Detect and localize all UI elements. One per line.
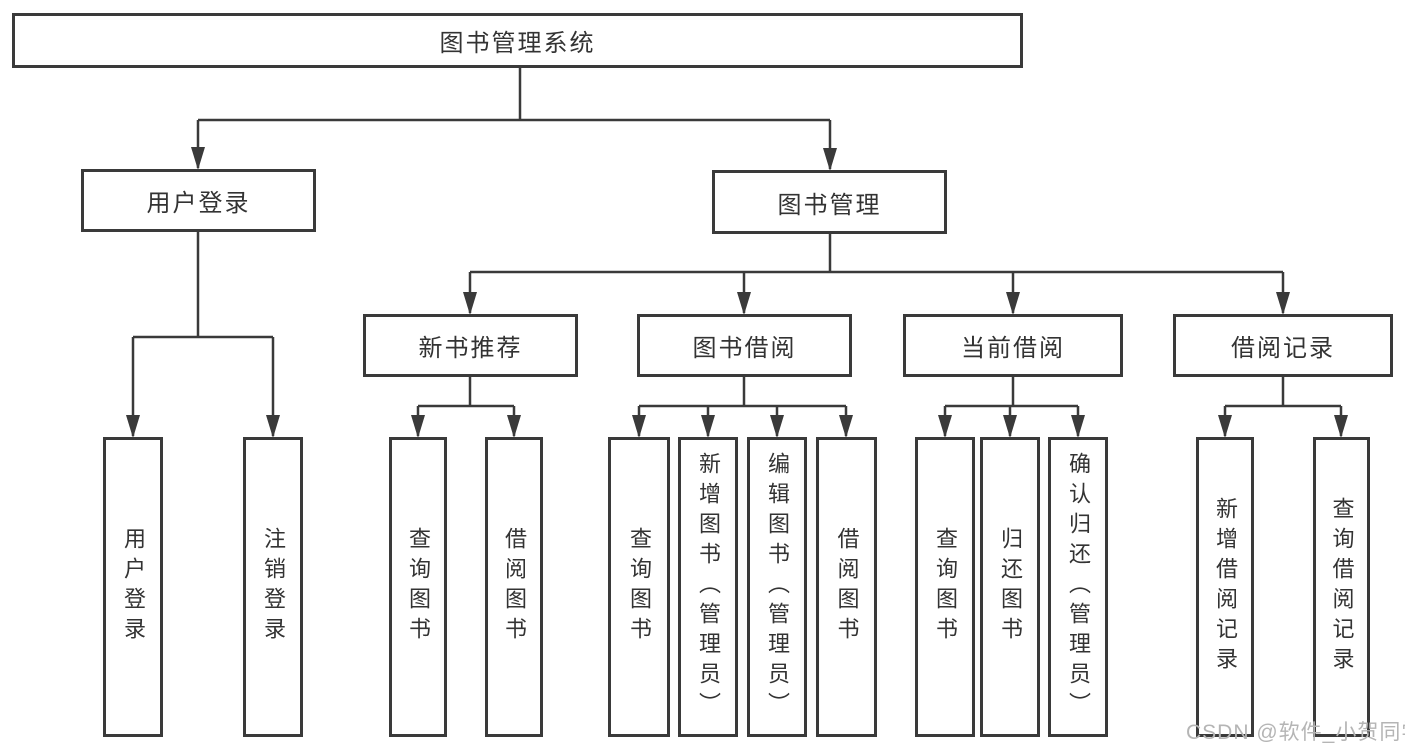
- node-label: 图书借阅: [692, 335, 797, 362]
- node-label: 查询图书: [933, 527, 958, 647]
- node-label: 查询图书: [627, 527, 652, 647]
- node-label: 图书管理系统: [439, 30, 596, 57]
- node-label: 借阅图书: [502, 527, 527, 647]
- node-label: 当前借阅: [961, 335, 1065, 362]
- leaf-confirm-return-admin: 确认归还（管理员）: [1048, 437, 1108, 737]
- leaf-logout: 注销登录: [243, 437, 303, 737]
- leaf-query-book: 查询图书: [389, 437, 447, 737]
- node-label: 新书推荐: [418, 335, 523, 362]
- node-label: 用户登录: [146, 190, 251, 217]
- node-label: 用户登录: [121, 527, 146, 647]
- branch-line: [133, 68, 1341, 408]
- node-label: 图书管理: [777, 191, 882, 219]
- node-label: 查询借阅记录: [1329, 497, 1355, 677]
- node-root-system: 图书管理系统: [12, 13, 1023, 68]
- node-label: 确认归还（管理员）: [1066, 452, 1091, 722]
- leaf-query-book: 查询图书: [915, 437, 975, 737]
- csdn-watermark: CSDN @软件_小贺同学: [1186, 721, 1405, 744]
- leaf-borrow-book: 借阅图书: [485, 437, 543, 737]
- leaf-add-book-admin: 新增图书（管理员）: [678, 437, 738, 737]
- node-label: 编辑图书（管理员）: [765, 452, 790, 722]
- node-label: 注销登录: [261, 527, 286, 647]
- node-label: 查询图书: [406, 527, 431, 647]
- leaf-edit-book-admin: 编辑图书（管理员）: [747, 437, 807, 737]
- leaf-add-borrow-record: 新增借阅记录: [1196, 437, 1254, 737]
- leaf-borrow-book: 借阅图书: [816, 437, 877, 737]
- leaf-return-book: 归还图书: [980, 437, 1040, 737]
- node-label: 借阅记录: [1231, 335, 1335, 362]
- node-book-borrow: 图书借阅: [637, 314, 852, 377]
- node-label: 借阅图书: [834, 527, 860, 647]
- node-new-book-recommend: 新书推荐: [363, 314, 578, 377]
- node-book-management: 图书管理: [712, 170, 947, 234]
- leaf-user-login: 用户登录: [103, 437, 163, 737]
- node-current-borrow: 当前借阅: [903, 314, 1123, 377]
- leaf-query-borrow-record: 查询借阅记录: [1313, 437, 1370, 737]
- node-label: 新增图书（管理员）: [696, 452, 721, 722]
- node-label: 新增借阅记录: [1213, 497, 1238, 677]
- node-borrow-record: 借阅记录: [1173, 314, 1393, 377]
- leaf-query-book: 查询图书: [608, 437, 670, 737]
- node-user-login: 用户登录: [81, 169, 316, 232]
- node-label: 归还图书: [998, 527, 1023, 647]
